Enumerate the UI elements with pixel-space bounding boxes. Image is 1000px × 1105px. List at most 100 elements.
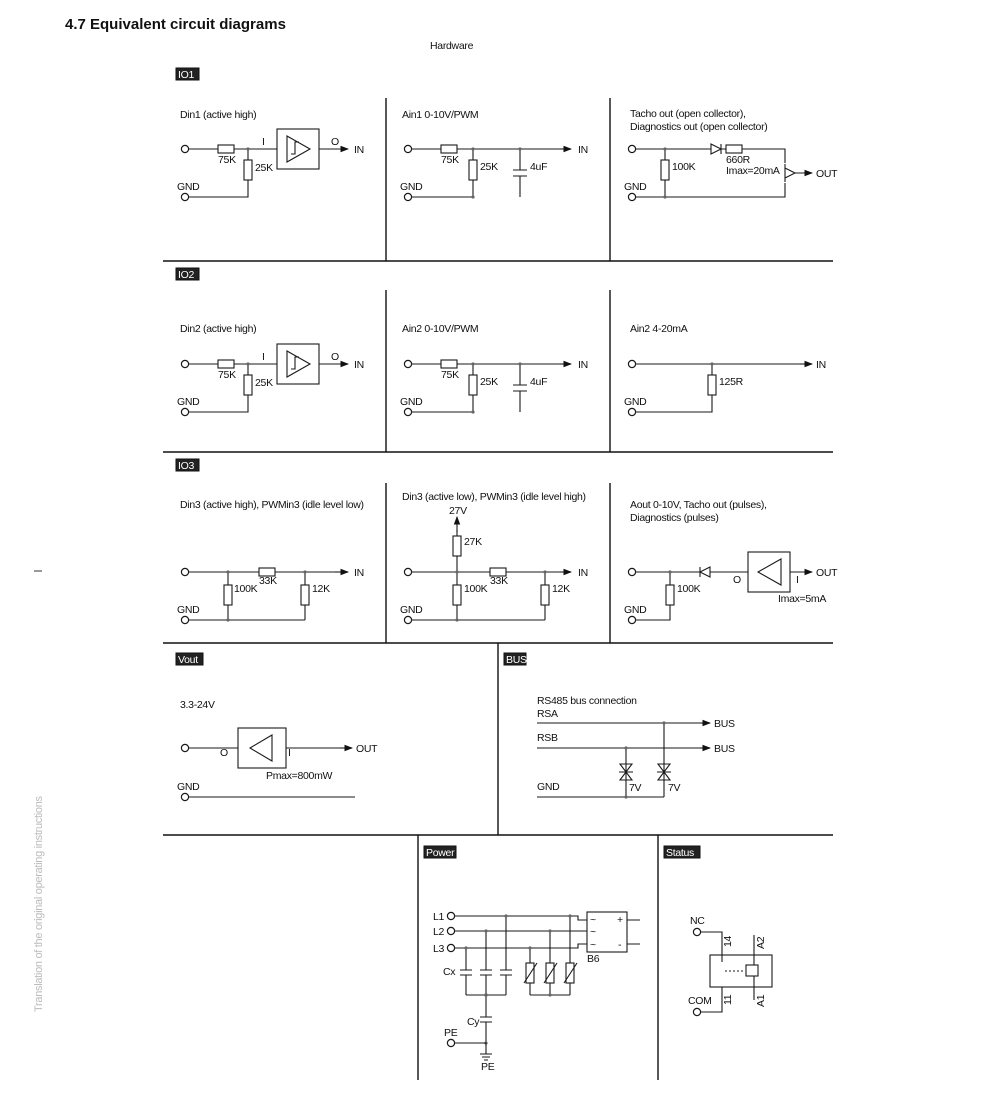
svg-text:Imax=5mA: Imax=5mA — [778, 593, 826, 605]
circuit-din3-active-low: Din3 (active low), PWMin3 (idle level hi… — [400, 491, 588, 625]
page-subtitle: Hardware — [430, 40, 474, 52]
tag-vout: Vout — [175, 652, 204, 666]
svg-text:GND: GND — [400, 181, 423, 193]
svg-text:27K: 27K — [464, 536, 482, 548]
svg-text:O: O — [220, 747, 228, 759]
circuit-rs485-bus: RS485 bus connection RSA RSB GND 7V 7V B… — [537, 695, 735, 799]
svg-text:GND: GND — [537, 781, 560, 793]
svg-text:Cy: Cy — [467, 1016, 480, 1028]
svg-text:75K: 75K — [441, 369, 459, 381]
svg-text:IO2: IO2 — [178, 269, 194, 281]
svg-text:IN: IN — [354, 144, 364, 156]
tag-io2: IO2 — [175, 267, 200, 281]
svg-text:RSA: RSA — [537, 708, 558, 720]
svg-text:IN: IN — [354, 567, 364, 579]
svg-text:OUT: OUT — [816, 168, 838, 180]
svg-text:3.3-24V: 3.3-24V — [180, 699, 215, 711]
svg-text:PE: PE — [444, 1027, 458, 1039]
svg-text:4uF: 4uF — [530, 376, 547, 388]
svg-text:RSB: RSB — [537, 732, 558, 744]
tag-io3: IO3 — [175, 458, 200, 472]
svg-text:11: 11 — [722, 994, 734, 1005]
svg-text:4uF: 4uF — [530, 161, 547, 173]
svg-text:OUT: OUT — [356, 743, 378, 755]
svg-text:GND: GND — [177, 781, 200, 793]
svg-text:100K: 100K — [677, 583, 701, 595]
svg-text:Din3 (active high), PWMin3 (id: Din3 (active high), PWMin3 (idle level l… — [180, 499, 364, 511]
svg-text:7V: 7V — [668, 782, 681, 794]
svg-text:PE: PE — [481, 1061, 495, 1073]
svg-text:RS485 bus connection: RS485 bus connection — [537, 695, 637, 707]
svg-text:GND: GND — [624, 181, 647, 193]
circuit-tacho-out: Tacho out (open collector), Diagnostics … — [624, 108, 838, 202]
tag-io1: IO1 — [175, 67, 200, 81]
svg-text:75K: 75K — [441, 154, 459, 166]
svg-text:GND: GND — [177, 181, 200, 193]
svg-text:GND: GND — [400, 604, 423, 616]
grid-lines — [163, 98, 833, 1080]
svg-text:25K: 25K — [255, 162, 273, 174]
svg-text:O: O — [331, 136, 339, 148]
svg-text:Din1 (active high): Din1 (active high) — [180, 109, 256, 121]
svg-text:125R: 125R — [719, 376, 744, 388]
svg-text:L2: L2 — [433, 926, 445, 938]
side-note: Translation of the original operating in… — [33, 795, 45, 1012]
svg-text:BUS: BUS — [714, 743, 735, 755]
svg-text:IN: IN — [816, 359, 826, 371]
svg-text:~: ~ — [590, 939, 596, 951]
svg-text:I: I — [796, 574, 799, 586]
svg-text:Ain2 4-20mA: Ain2 4-20mA — [630, 323, 688, 335]
tag-bus: BUS — [503, 652, 527, 666]
svg-text:GND: GND — [177, 604, 200, 616]
svg-text:25K: 25K — [480, 376, 498, 388]
svg-text:Status: Status — [666, 847, 694, 859]
circuit-vout: 3.3-24V O I Pmax=800mW OUT GND — [177, 699, 378, 802]
svg-text:+: + — [617, 914, 623, 926]
svg-text:GND: GND — [400, 396, 423, 408]
svg-text:NC: NC — [690, 915, 705, 927]
svg-text:GND: GND — [624, 396, 647, 408]
svg-text:Pmax=800mW: Pmax=800mW — [266, 770, 333, 782]
svg-text:L3: L3 — [433, 943, 445, 955]
svg-text:Vout: Vout — [178, 654, 198, 666]
svg-text:100K: 100K — [234, 583, 258, 595]
circuit-din2: Din2 (active high) 75K 25K I O IN GND — [177, 323, 364, 417]
svg-text:Tacho out (open collector),: Tacho out (open collector), — [630, 108, 746, 120]
svg-text:Aout 0-10V, Tacho out (pulses): Aout 0-10V, Tacho out (pulses), — [630, 499, 767, 511]
circuit-ain1: Ain1 0-10V/PWM 75K 25K 4uF IN GND — [400, 109, 588, 202]
svg-text:Diagnostics out (open collecto: Diagnostics out (open collector) — [630, 121, 767, 133]
svg-text:33K: 33K — [259, 575, 277, 587]
svg-text:L1: L1 — [433, 911, 445, 923]
svg-text:Ain1 0-10V/PWM: Ain1 0-10V/PWM — [402, 109, 478, 121]
svg-text:IO3: IO3 — [178, 460, 194, 472]
svg-text:IN: IN — [578, 567, 588, 579]
tag-status: Status — [663, 845, 701, 859]
tag-power: Power — [423, 845, 457, 859]
svg-text:A2: A2 — [755, 936, 767, 949]
svg-text:Diagnostics (pulses): Diagnostics (pulses) — [630, 512, 719, 524]
svg-text:25K: 25K — [255, 377, 273, 389]
svg-text:12K: 12K — [312, 583, 330, 595]
svg-text:Din2 (active high): Din2 (active high) — [180, 323, 256, 335]
svg-text:IN: IN — [578, 144, 588, 156]
svg-text:GND: GND — [177, 396, 200, 408]
svg-text:660R: 660R — [726, 154, 751, 166]
svg-text:IN: IN — [354, 359, 364, 371]
svg-text:Cx: Cx — [443, 966, 456, 978]
circuit-status-relay: NC COM 14 11 A2 A1 — [688, 915, 773, 1017]
svg-text:O: O — [331, 351, 339, 363]
svg-text:Imax=20mA: Imax=20mA — [726, 165, 780, 177]
svg-text:75K: 75K — [218, 369, 236, 381]
svg-text:BUS: BUS — [714, 718, 735, 730]
svg-text:OUT: OUT — [816, 567, 838, 579]
svg-text:100K: 100K — [672, 161, 696, 173]
svg-text:~: ~ — [590, 926, 596, 938]
page-title: 4.7 Equivalent circuit diagrams — [65, 16, 286, 33]
circuit-ain2: Ain2 0-10V/PWM 75K 25K 4uF IN GND — [400, 323, 588, 417]
svg-text:COM: COM — [688, 995, 712, 1007]
svg-text:Din3 (active low), PWMin3 (idl: Din3 (active low), PWMin3 (idle level hi… — [402, 491, 586, 503]
svg-text:I: I — [262, 136, 265, 148]
svg-text:IO1: IO1 — [178, 69, 194, 81]
svg-text:O: O — [733, 574, 741, 586]
svg-text:75K: 75K — [218, 154, 236, 166]
